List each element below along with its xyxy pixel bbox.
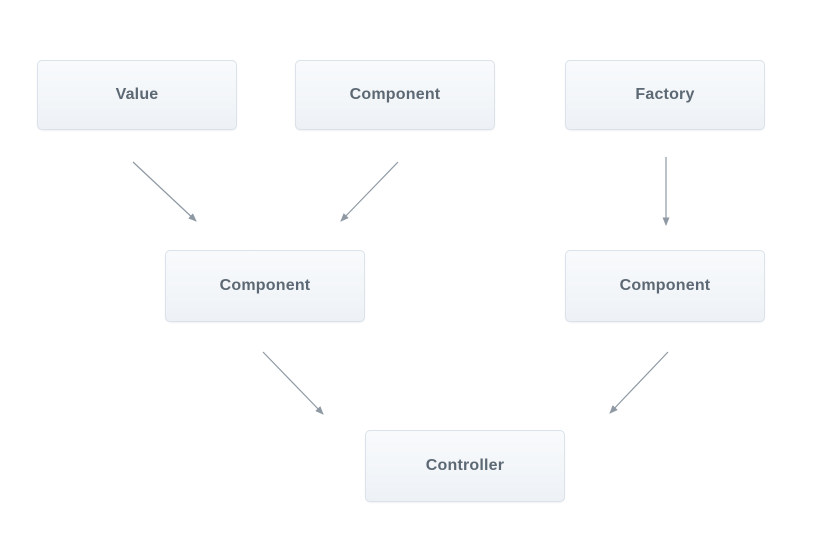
node-value: Value [37,60,237,130]
node-factory: Factory [565,60,765,130]
edge-value-to-component-left [132,161,197,222]
node-label: Controller [425,457,505,474]
edge-component-left-to-controller [262,351,324,415]
node-controller: Controller [365,430,565,502]
node-component-left: Component [165,250,365,322]
node-label: Component [219,277,311,294]
node-label: Component [349,86,441,103]
node-label: Factory [635,86,695,103]
edge-component-top-to-component-left [340,161,399,222]
node-component-top: Component [295,60,495,130]
node-label: Component [619,277,711,294]
node-label: Value [115,86,159,103]
node-component-right: Component [565,250,765,322]
edge-component-right-to-controller [609,351,669,414]
